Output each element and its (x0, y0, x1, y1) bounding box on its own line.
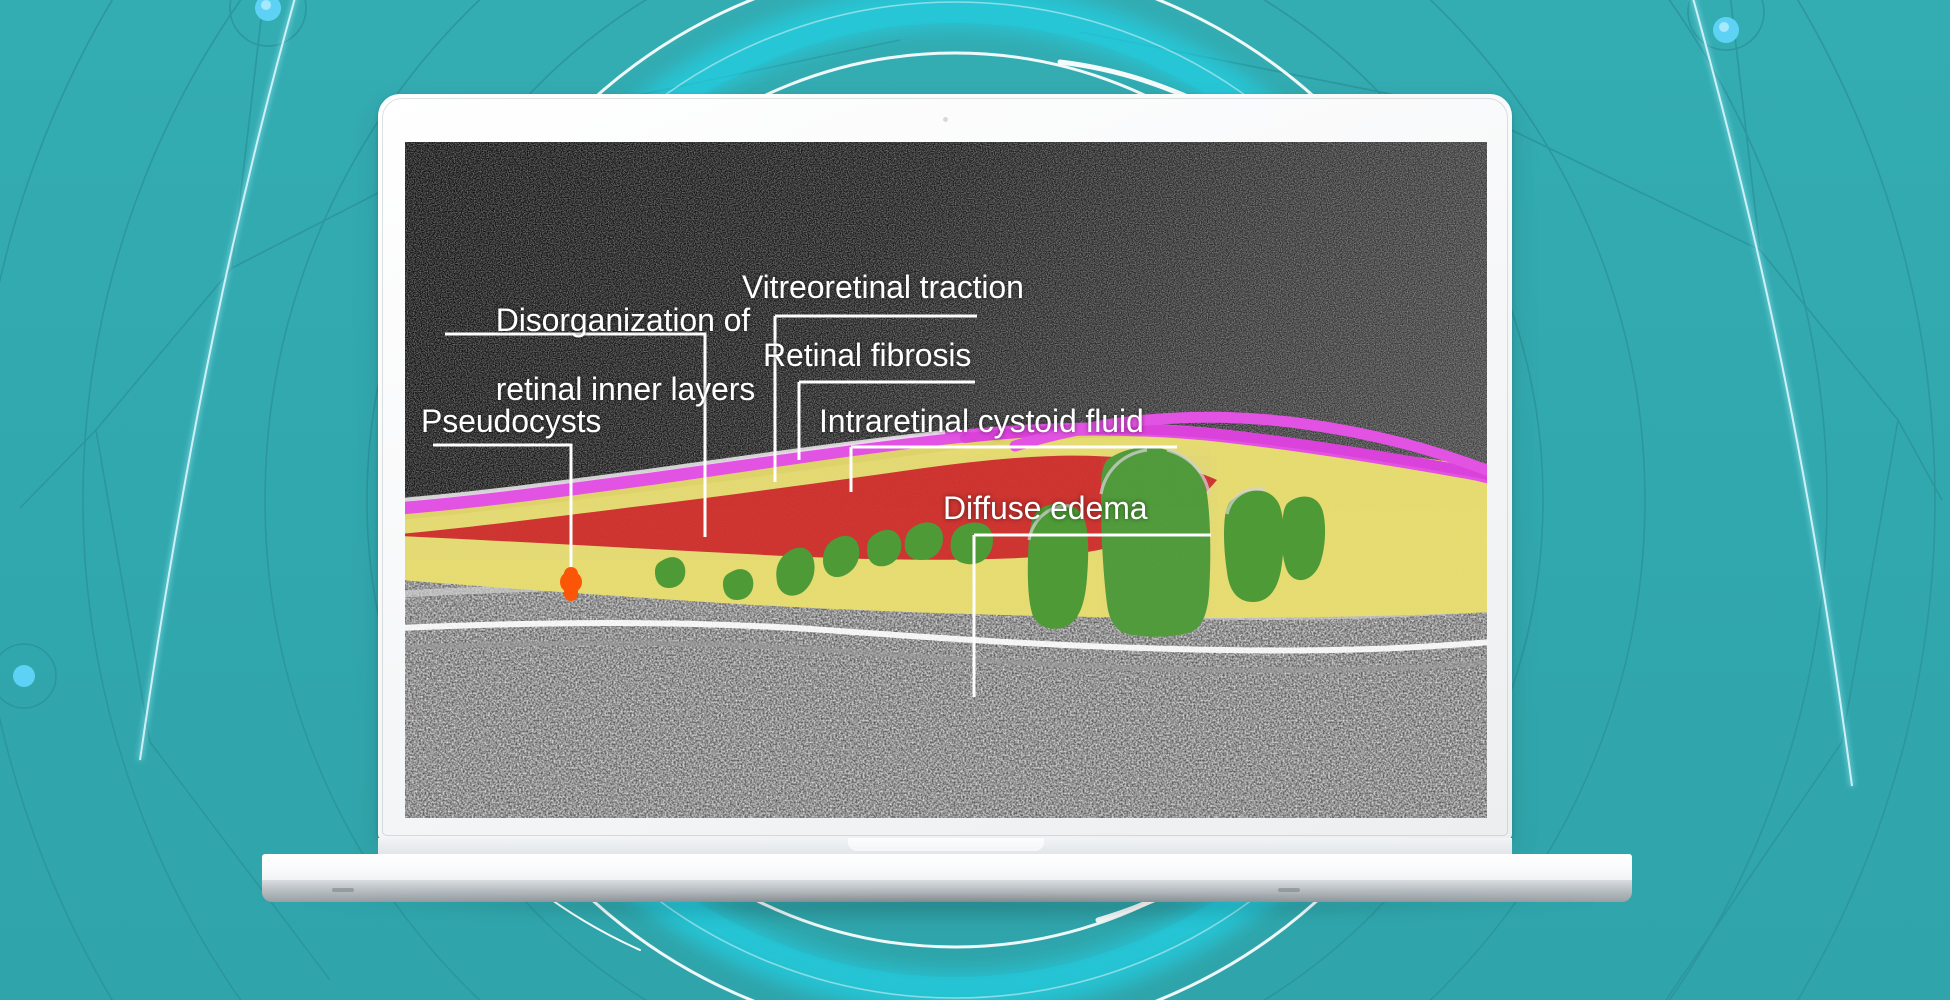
laptop-base (262, 854, 1632, 884)
leader-intraretinal-cystoid-fluid (849, 445, 1177, 492)
label-diffuse-edema: Diffuse edema (943, 490, 1148, 526)
laptop-drop-shadow (292, 898, 1602, 924)
label-vitreoretinal-traction: Vitreoretinal traction (742, 269, 1024, 305)
leader-disorganization (445, 332, 707, 537)
label-retinal-fibrosis: Retinal fibrosis (763, 337, 972, 373)
leader-vitreoretinal-traction (773, 314, 977, 482)
webcam-icon (943, 117, 948, 122)
label-pseudocysts: Pseudocysts (421, 403, 602, 439)
label-disorganization-line1: Disorganization of (495, 301, 751, 338)
laptop-foot-left (332, 888, 354, 892)
oct-scan-image (405, 142, 1487, 818)
leader-pseudocysts (433, 443, 573, 574)
label-disorganization-line2: retinal inner layers (495, 370, 756, 407)
decorative-node-dots (13, 0, 1739, 687)
laptop-foot-right (1278, 888, 1300, 892)
leader-diffuse-edema (972, 533, 1211, 697)
laptop-hinge-notch (848, 838, 1044, 851)
laptop-screen[interactable]: Disorganization of retinal inner layers … (405, 142, 1487, 818)
leader-retinal-fibrosis (797, 380, 975, 460)
label-disorganization: Disorganization of retinal inner layers (443, 268, 756, 441)
label-intraretinal-cystoid-fluid: Intraretinal cystoid fluid (819, 403, 1144, 439)
laptop-base-front-edge (262, 880, 1632, 902)
